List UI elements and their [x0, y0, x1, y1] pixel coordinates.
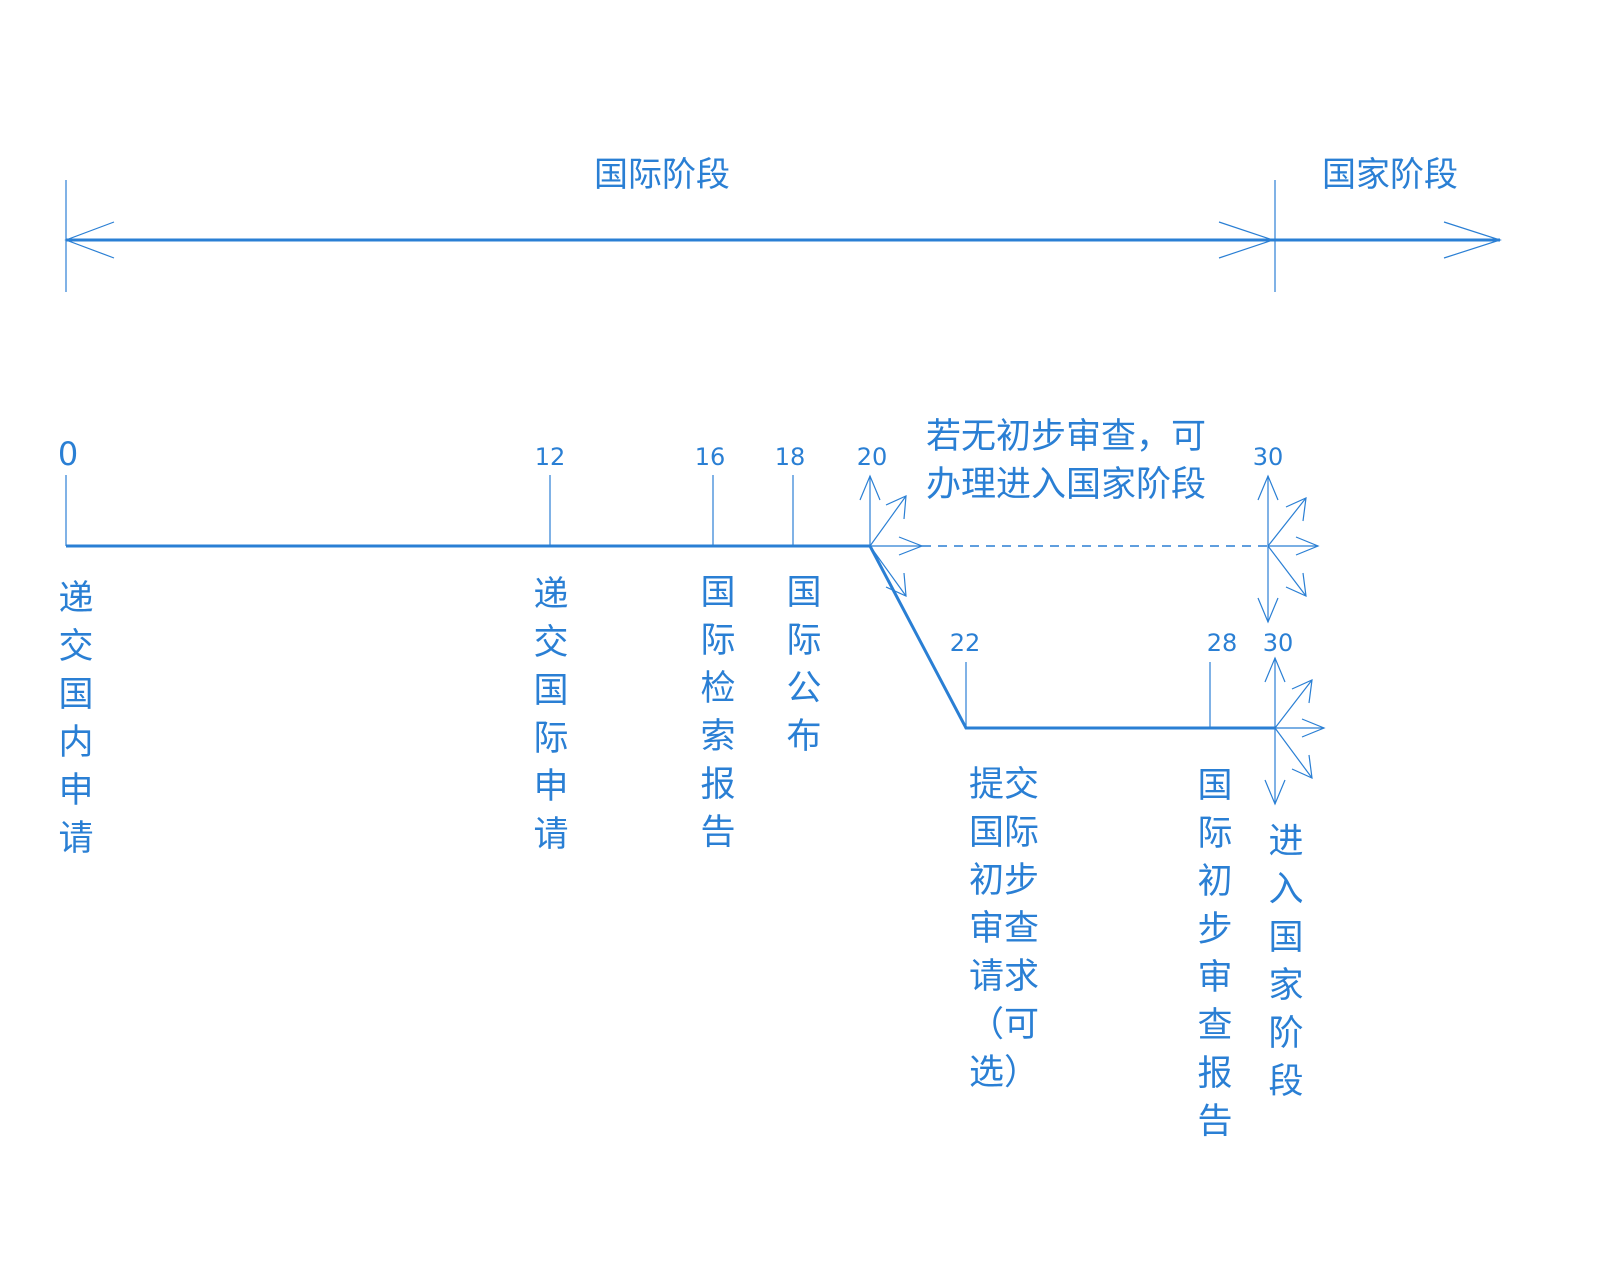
event-national-filing: 递交国内申请: [58, 579, 93, 859]
note-line-1: 若无初步审查，可: [926, 417, 1206, 457]
phase-arrowhead-left: [64, 221, 115, 259]
lower-path: 22 28 30: [868, 545, 1294, 730]
arrowhead-up-20: [859, 474, 881, 501]
arrowhead-diag-up-30u: [1285, 497, 1307, 522]
arrowhead-up-30u: [1257, 474, 1279, 501]
note-line-2: 办理进入国家阶段: [926, 465, 1206, 505]
arrowhead-diag-up-30l: [1291, 679, 1313, 704]
phase-bar: 国际阶段 国家阶段: [64, 155, 1502, 292]
arrow-diag-up-30u: [1267, 497, 1307, 547]
tick-label-30-lower: 30: [1263, 629, 1294, 657]
branch-arrows-20: [859, 474, 924, 597]
arrowhead-up-30l: [1264, 656, 1286, 683]
arrow-diag-down-30l: [1274, 727, 1313, 779]
arrow-diag-up-30l: [1274, 679, 1313, 729]
phase-international-label: 国际阶段: [594, 155, 730, 195]
tick-label-0: 0: [58, 435, 78, 473]
tick-label-22: 22: [950, 629, 981, 657]
arrowhead-down-30l: [1264, 779, 1286, 806]
arrow-diag-down-30u: [1267, 545, 1307, 597]
arrows-30-lower: [1264, 656, 1326, 806]
upper-path: 若无初步审查，可 办理进入国家阶段 30: [922, 417, 1284, 547]
phase-arrowhead-mid: [1218, 221, 1275, 259]
tick-label-30-upper: 30: [1253, 443, 1284, 471]
arrowhead-right-30l: [1301, 718, 1326, 738]
arrowhead-diag-up-20: [885, 495, 907, 520]
arrowhead-diag-down-30u: [1285, 572, 1307, 597]
arrows-30-upper: [1257, 474, 1320, 624]
arrowhead-right-30u: [1295, 536, 1320, 556]
event-prelim-exam-request: 提交国际初步审查请求（可选）: [969, 765, 1039, 1093]
event-intl-filing: 递交国际申请: [533, 575, 568, 855]
tick-label-16: 16: [695, 443, 726, 471]
event-publication: 国际公布: [786, 573, 821, 757]
event-labels: 递交国内申请 递交国际申请 国际检索报告 国际公布 国际初步审查报告 进入国家阶…: [58, 573, 1303, 1142]
main-timeline: 0 12 16 18 20: [58, 435, 888, 548]
event-enter-national: 进入国家阶段: [1268, 822, 1303, 1102]
tick-label-18: 18: [775, 443, 806, 471]
phase-arrowhead-right: [1443, 221, 1502, 259]
arrow-diag-up-20: [869, 495, 907, 547]
arrowhead-down-30u: [1257, 597, 1279, 624]
event-search-report: 国际检索报告: [700, 573, 735, 853]
tick-label-12: 12: [535, 443, 566, 471]
tick-label-28: 28: [1207, 629, 1238, 657]
arrowhead-diag-down-30l: [1291, 754, 1313, 779]
tick-label-20: 20: [857, 443, 888, 471]
phase-national-label: 国家阶段: [1322, 155, 1458, 195]
event-prelim-exam-report: 国际初步审查报告: [1197, 766, 1232, 1142]
